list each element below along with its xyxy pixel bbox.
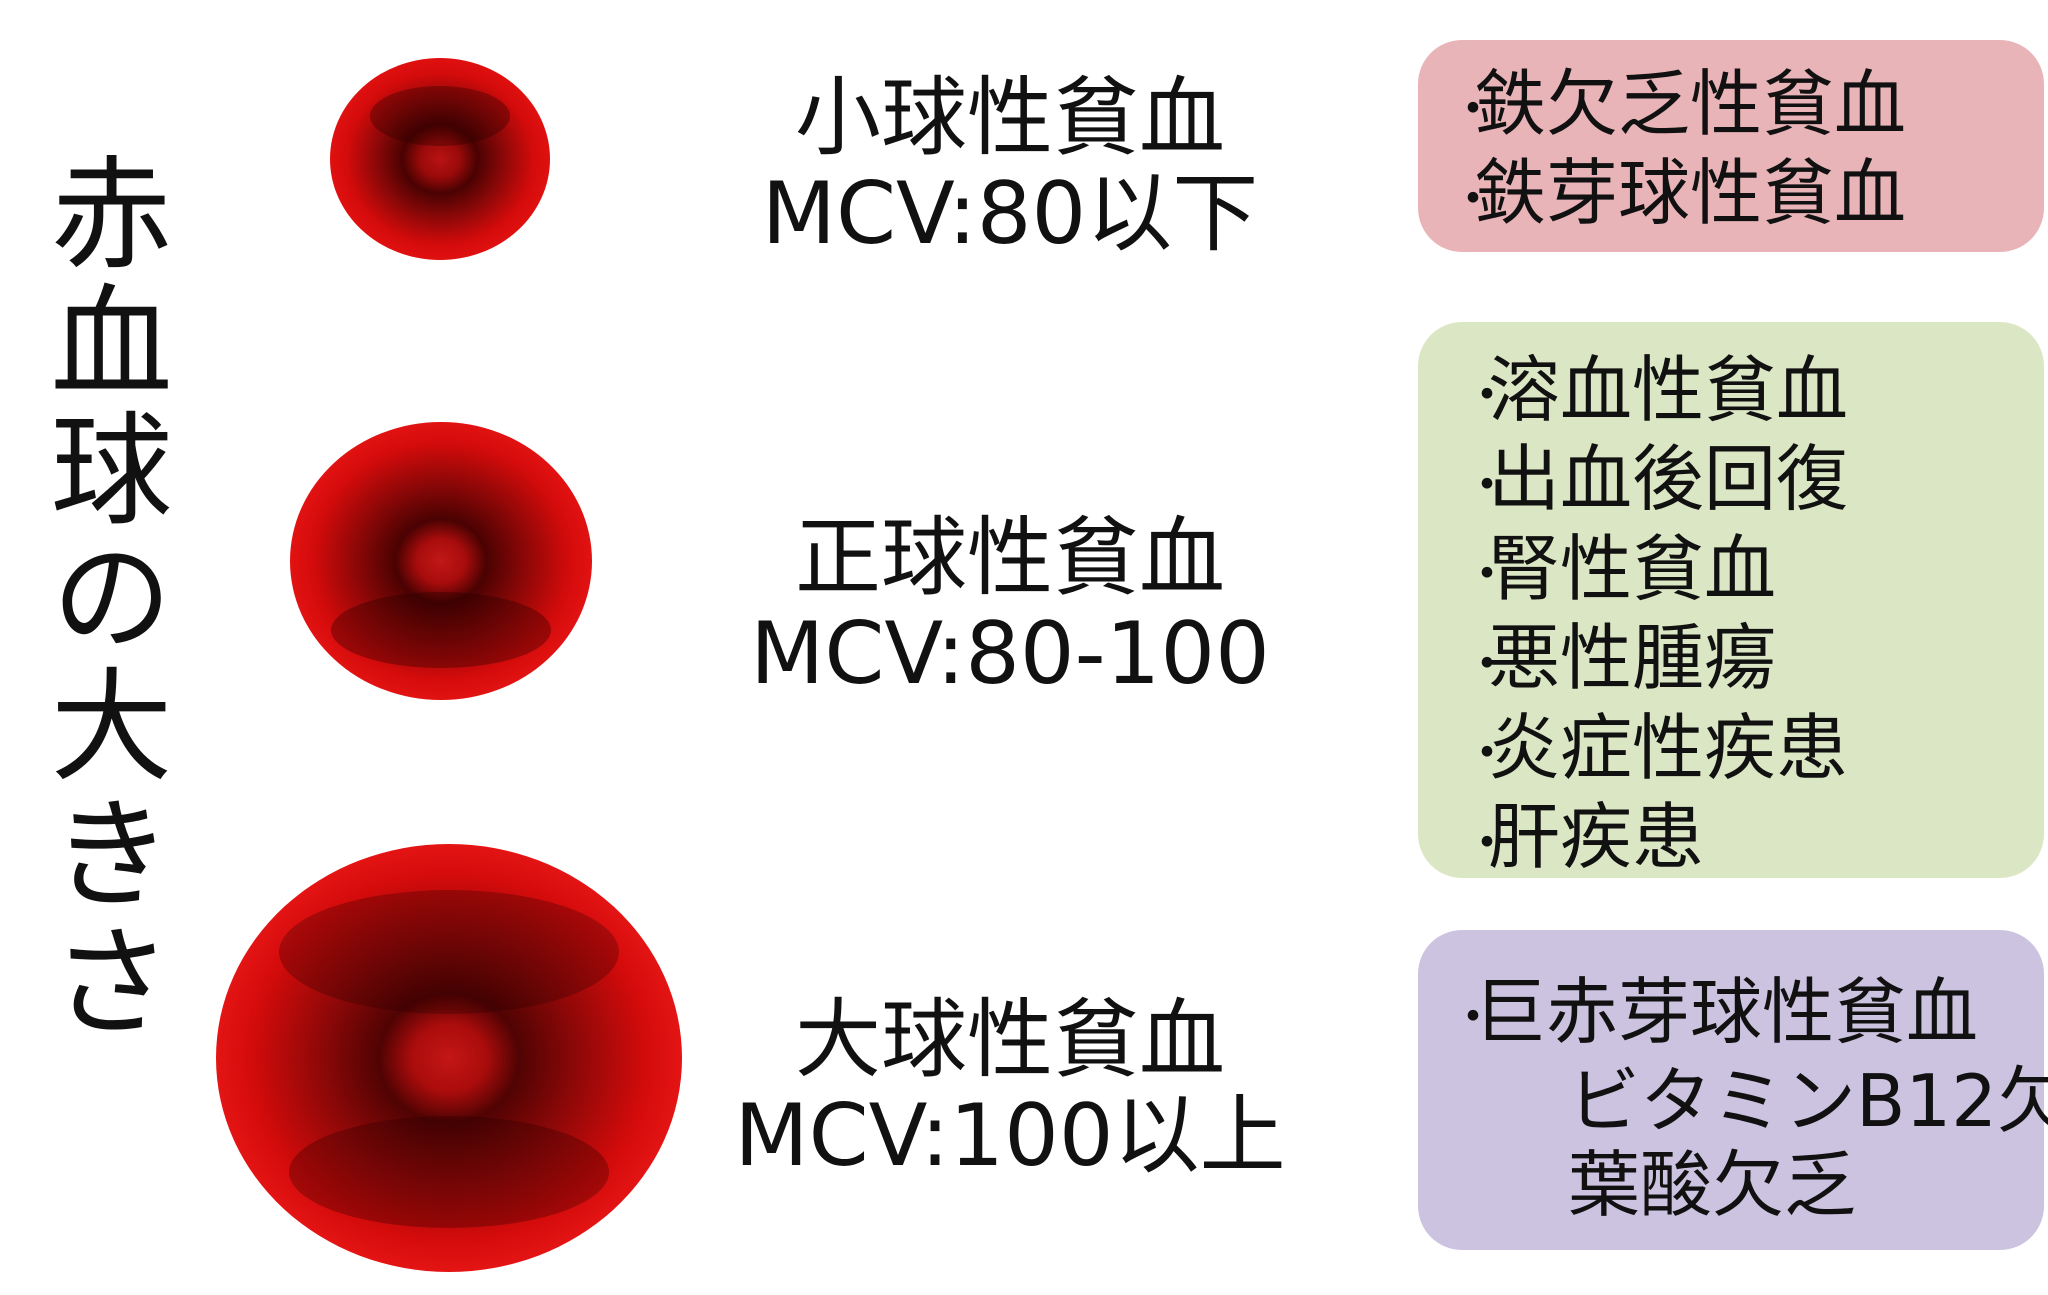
category-mcv: MCV:80以下 <box>761 164 1259 265</box>
disease-box-macrocytic: ・巨赤芽球性貧血 ビタミンB12欠乏 葉酸欠乏 <box>1418 930 2048 1250</box>
red-blood-cell-medium <box>288 420 594 702</box>
category-mcv: MCV:80-100 <box>750 604 1270 705</box>
disease-item-label: 肝疾患 <box>1488 795 1705 880</box>
disease-item: ・出血後回復 <box>1462 437 1849 522</box>
disease-item-label: 溶血性貧血 <box>1488 348 1849 432</box>
disease-item: ・肝疾患 <box>1462 795 1705 880</box>
category-label-normocytic: 正球性貧血 MCV:80-100 <box>720 510 1300 703</box>
disease-item-label: 腎性貧血 <box>1488 526 1777 611</box>
disease-item: ・鉄欠乏性貧血 <box>1448 62 1907 146</box>
disease-item-label: 出血後回復 <box>1488 437 1849 522</box>
disease-item-label: 巨赤芽球性貧血 <box>1474 970 1979 1054</box>
disease-item-label: 鉄欠乏性貧血 <box>1474 62 1907 146</box>
category-name: 大球性貧血 <box>795 990 1225 1090</box>
disease-box-normocytic: ・溶血性貧血 ・出血後回復 ・腎性貧血 ・悪性腫瘍 ・炎症性疾患 ・肝疾患 <box>1418 322 2044 879</box>
disease-box-microcytic: ・鉄欠乏性貧血 ・鉄芽球性貧血 <box>1418 40 2044 252</box>
disease-item: ・炎症性疾患 <box>1462 705 1849 790</box>
disease-item-label: 悪性腫瘍 <box>1488 616 1777 701</box>
disease-item: ・腎性貧血 <box>1462 526 1777 611</box>
red-blood-cell-large <box>214 842 684 1274</box>
disease-subitem: ビタミンB12欠乏 <box>1568 1059 2048 1144</box>
category-label-macrocytic: 大球性貧血 MCV:100以上 <box>720 992 1300 1185</box>
disease-item: ・鉄芽球性貧血 <box>1448 151 1907 236</box>
disease-item-label: 炎症性疾患 <box>1488 705 1849 790</box>
category-mcv: MCV:100以上 <box>734 1086 1286 1187</box>
disease-item: ・巨赤芽球性貧血 <box>1448 970 1979 1054</box>
category-name: 正球性貧血 <box>795 508 1225 608</box>
disease-item: ・悪性腫瘍 <box>1462 616 1777 701</box>
red-blood-cell-small <box>328 56 552 262</box>
title: 赤血球の大きさ <box>30 150 172 1046</box>
disease-subitem: 葉酸欠乏 <box>1568 1143 1857 1228</box>
category-name: 小球性貧血 <box>795 68 1225 168</box>
disease-item-label: 鉄芽球性貧血 <box>1474 151 1907 236</box>
category-label-microcytic: 小球性貧血 MCV:80以下 <box>720 70 1300 263</box>
disease-item: ・溶血性貧血 <box>1462 348 1849 432</box>
